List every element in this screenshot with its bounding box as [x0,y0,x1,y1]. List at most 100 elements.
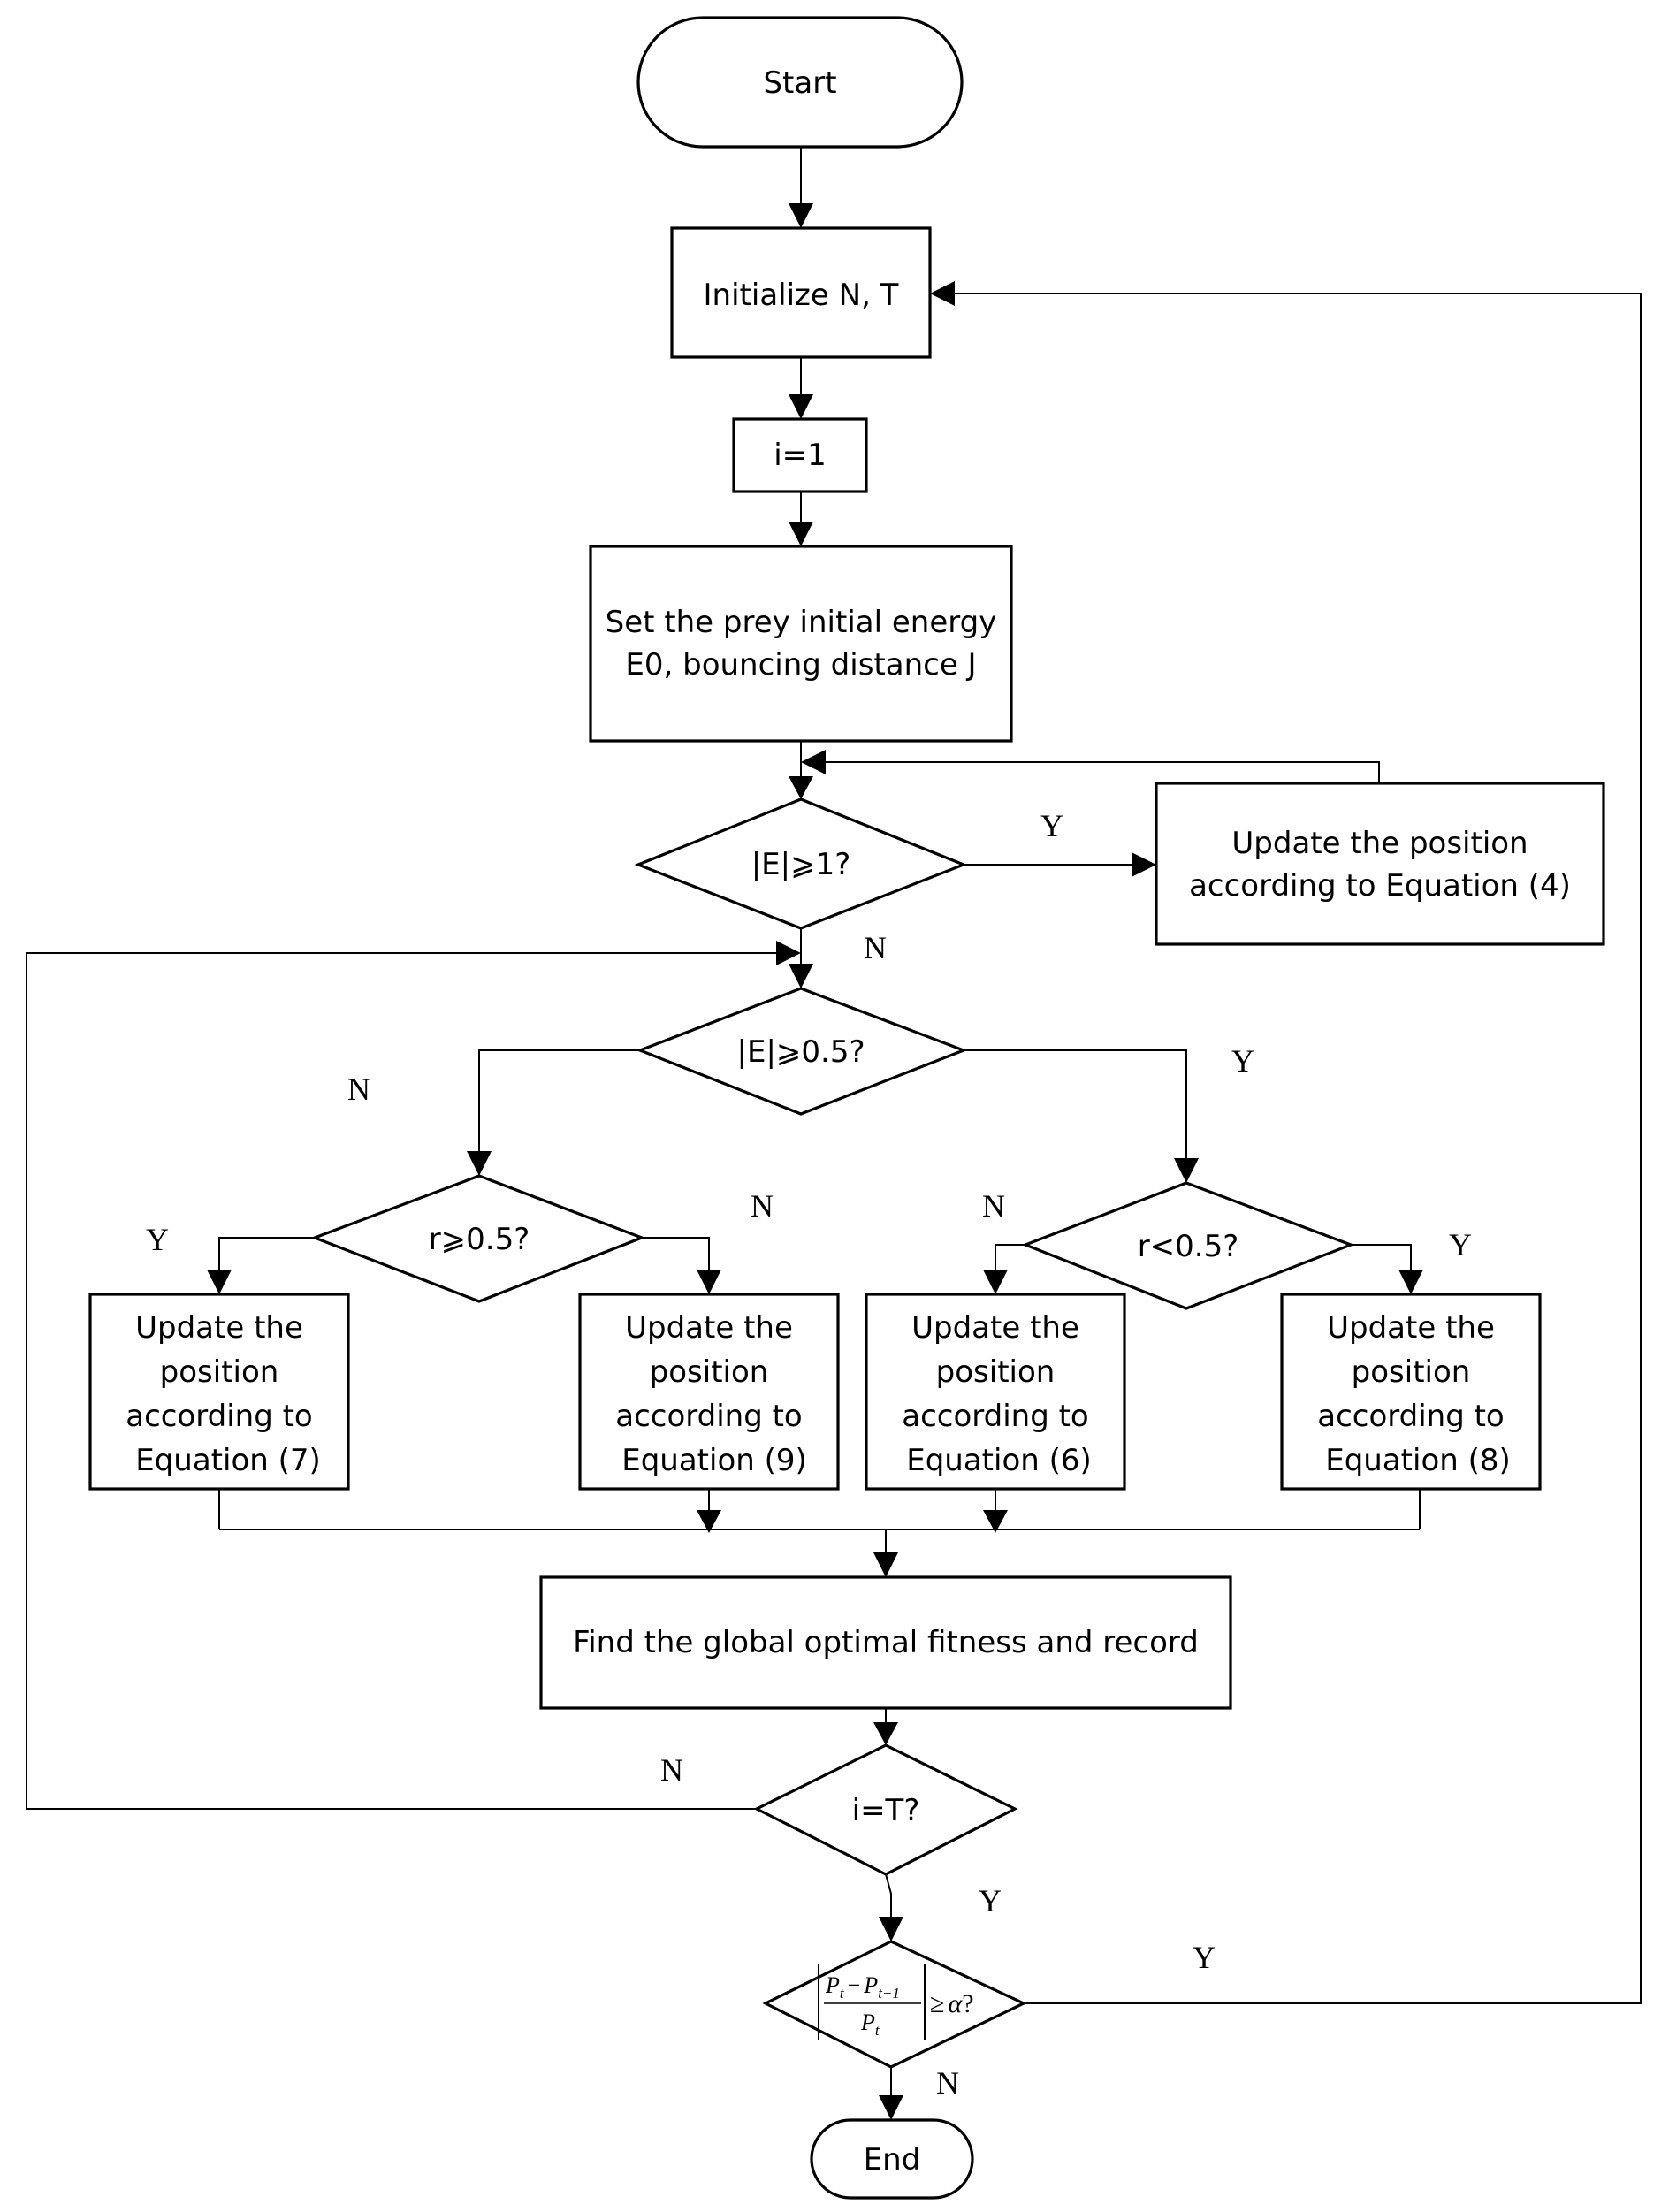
process-update6 [865,1293,1126,1491]
node-update4: Update the position according to Equatio… [1155,782,1605,946]
node-end: End [810,2118,974,2200]
edge-it-conv [885,1873,892,1917]
node-update9: Update the position according to Equatio… [578,1293,840,1491]
update8-line-1: Update the [1327,1310,1495,1346]
label-it-no: N [660,1752,683,1788]
arrow-merge-find [873,1552,898,1577]
update8-line-4: Equation (8) [1325,1443,1511,1478]
arrow-rlt-update6 [983,1270,1008,1294]
decision-e1 [634,797,968,930]
edge-rge-update7 [218,1237,315,1270]
edge-rlt-update8 [1351,1244,1412,1270]
update6-line-1: Update the [911,1310,1079,1346]
node-decision-e1: |E|⩾1? [634,797,968,930]
decision-rge-label: r⩾0.5? [429,1222,530,1257]
decision-e05 [636,987,968,1116]
end-label: End [864,2142,921,2178]
decision-rlt [1021,1181,1355,1310]
branch-labels: Y N N Y Y N N Y N Y Y N [146,808,1472,2101]
label-rge-yes: Y [146,1222,169,1257]
node-initialize: Initialize N, T [670,226,932,359]
decision-e1-label: |E|⩾1? [751,847,851,882]
update7-line-3: according to [126,1399,313,1434]
arrow-it-conv [879,1917,903,1941]
node-decision-convergence: Pt−Pt−1 Pt ≥α? [762,1940,1027,2069]
formula-relation: ≥α? [930,1989,974,2018]
decision-it [753,1743,1018,1876]
arrow-e05-rge [467,1151,492,1176]
decision-convergence [762,1940,1027,2069]
update8-line-2: position [1352,1354,1471,1390]
label-rlt-no: N [982,1188,1005,1224]
decision-it-label: i=T? [852,1793,920,1828]
node-update7: Update the position according to Equatio… [88,1293,350,1491]
process-i1 [732,417,868,493]
formula-numerator: Pt−Pt−1 [825,1972,900,2002]
arrow-conv-end [879,2095,903,2120]
node-decision-it: i=T? [753,1743,1018,1876]
arrow-rlt-update8 [1398,1270,1423,1294]
edge-e05-rge [478,1049,640,1151]
update7-line-4: Equation (7) [135,1443,321,1478]
process-update8 [1280,1293,1542,1491]
update9-line-2: position [650,1354,769,1390]
node-decision-rge: r⩾0.5? [310,1174,646,1303]
node-set-energy: Set the prey initial energy E0, bouncing… [589,545,1013,743]
node-start: Start [636,16,964,149]
process-update7 [88,1293,350,1491]
process-update9 [578,1293,840,1491]
arrow-rge-update7 [207,1270,232,1294]
label-rge-no: N [751,1188,774,1224]
arrow-conv-init [930,281,955,306]
label-e05-yes: Y [1231,1043,1254,1079]
arrow-update6-merge [983,1510,1008,1533]
update9-line-4: Equation (9) [621,1443,807,1478]
decision-rge [310,1174,646,1303]
node-update8: Update the position according to Equatio… [1280,1293,1542,1491]
edges [26,147,1642,2120]
edge-e05-rlt [964,1049,1187,1158]
edge-it-loop [26,952,776,1810]
process-find-fitness [539,1575,1232,1710]
update4-line-1: Update the position [1231,826,1528,861]
node-find-fitness: Find the global optimal fitness and reco… [539,1575,1232,1710]
arrow-update4-back [801,750,826,774]
initialize-label: Initialize N, T [704,278,899,313]
arrow-e1-update4 [1132,852,1156,877]
update9-line-3: according to [615,1399,803,1434]
label-e1-yes: Y [1040,808,1063,843]
node-i1: i=1 [732,417,868,493]
node-decision-e05: |E|⩾0.5? [636,987,968,1116]
arrow-set-e1 [789,776,813,799]
start-label: Start [763,65,836,101]
decision-e05-label: |E|⩾0.5? [737,1034,865,1070]
i1-label: i=1 [774,438,827,473]
terminator-end [810,2118,974,2200]
update7-line-2: position [160,1354,279,1390]
label-conv-no: N [936,2065,959,2101]
arrow-e1-e05 [789,964,813,988]
update6-line-2: position [936,1354,1056,1390]
update9-line-1: Update the [625,1310,793,1346]
update4-line-2: according to Equation (4) [1189,868,1571,904]
process-set-energy [589,545,1013,743]
process-update4 [1155,782,1605,946]
arrow-i1-set [789,522,813,546]
label-rlt-yes: Y [1449,1227,1472,1262]
arrow-start-init [789,203,813,228]
set-energy-line-1: Set the prey initial energy [606,605,997,640]
formula-denominator: Pt [860,2010,880,2039]
edge-conv-init [955,293,1642,2004]
edge-rlt-update6 [995,1244,1025,1270]
label-e1-no: N [864,930,887,965]
node-decision-rlt: r<0.5? [1021,1181,1355,1310]
edge-update4-back [826,761,1380,783]
arrow-e05-rlt [1174,1158,1199,1183]
update7-line-1: Update the [135,1310,303,1346]
node-update6: Update the position according to Equatio… [865,1293,1126,1491]
arrow-init-i1 [789,394,813,419]
edge-rge-update9 [642,1237,710,1270]
set-energy-line-2: E0, bouncing distance J [625,647,976,683]
label-conv-yes: Y [1193,1940,1216,1975]
